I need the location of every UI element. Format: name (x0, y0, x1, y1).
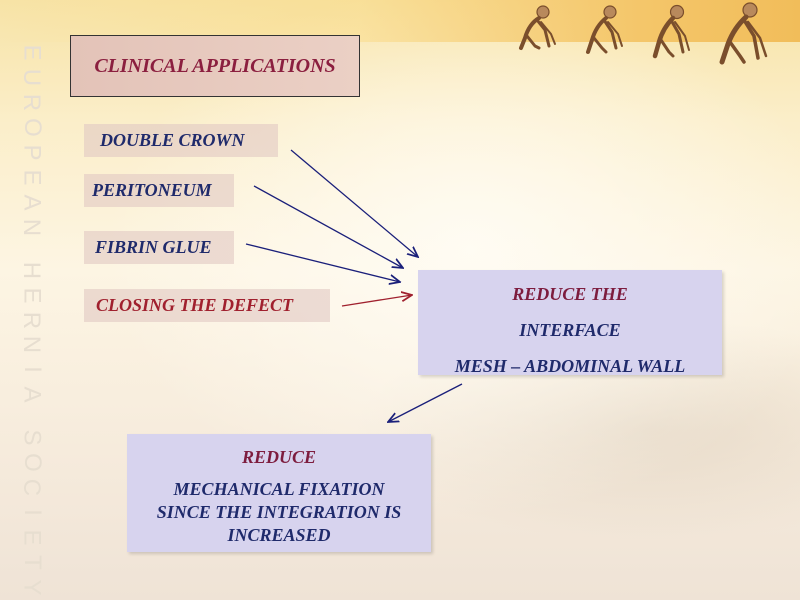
watermark-letter: U (18, 68, 46, 87)
watermark-letter: T (18, 555, 46, 570)
item-label: PERITONEUM (92, 180, 212, 200)
outcome-box-line4: INCREASED (227, 525, 331, 545)
watermark-letter: R (18, 311, 46, 329)
arrow-fibrin-glue (245, 243, 400, 282)
watermark-letter: O (18, 117, 46, 137)
outcome-box-heading: REDUCE (241, 447, 317, 467)
arrow-peritoneum (253, 185, 403, 268)
runner-figures-decoration (519, 2, 768, 65)
watermark-letter: E (18, 287, 46, 304)
runner-figure-3 (652, 4, 690, 59)
title-box: CLINICAL APPLICATIONS (70, 35, 360, 97)
outcome-box-line2: MECHANICAL FIXATION (173, 479, 385, 499)
watermark-letter: A (18, 386, 46, 403)
result-box-heading: REDUCE THE (512, 284, 628, 304)
item-peritoneum: PERITONEUM (84, 174, 234, 207)
arrow-to-outcome (388, 383, 463, 422)
arrow-closing-the-defect (341, 295, 412, 307)
item-label: FIBRIN GLUE (95, 237, 212, 257)
watermark-letter: N (18, 218, 46, 236)
item-label: CLOSING THE DEFECT (96, 295, 294, 315)
watermark-letter: A (18, 194, 46, 211)
watermark-letter: O (18, 453, 46, 473)
arrow-double-crown (290, 149, 418, 257)
result-box-line2: INTERFACE (519, 320, 621, 340)
result-box-line3: MESH – ABDOMINAL WALL (454, 356, 686, 376)
watermark-letter: S (18, 429, 46, 446)
watermark-letter: N (18, 336, 46, 354)
item-fibrin-glue: FIBRIN GLUE (84, 231, 234, 264)
watermark-letter: I (18, 509, 46, 517)
watermark-letter: E (18, 529, 46, 546)
outcome-box-line3: SINCE THE INTEGRATION IS (156, 502, 402, 522)
runner-figure-2 (586, 5, 623, 54)
watermark-letter: E (18, 44, 46, 61)
result-box: REDUCE THE INTERFACE MESH – ABDOMINAL WA… (418, 270, 722, 376)
item-double-crown: DOUBLE CROWN (84, 124, 278, 157)
watermark-letter: E (18, 169, 46, 186)
item-label: DOUBLE CROWN (100, 130, 245, 150)
runner-figure-4 (719, 2, 768, 65)
watermark-letter: R (18, 93, 46, 112)
item-closing-the-defect: CLOSING THE DEFECT (84, 289, 330, 322)
outcome-box: REDUCE MECHANICAL FIXATION SINCE THE INT… (127, 434, 431, 552)
watermark-letter: Y (18, 579, 46, 596)
slide-title: CLINICAL APPLICATIONS (94, 54, 336, 77)
watermark-letter: I (18, 366, 46, 374)
watermark-letter: H (18, 261, 46, 279)
runner-figure-1 (519, 5, 556, 50)
watermark-letter: C (18, 479, 46, 497)
watermark-letter: P (18, 144, 46, 161)
